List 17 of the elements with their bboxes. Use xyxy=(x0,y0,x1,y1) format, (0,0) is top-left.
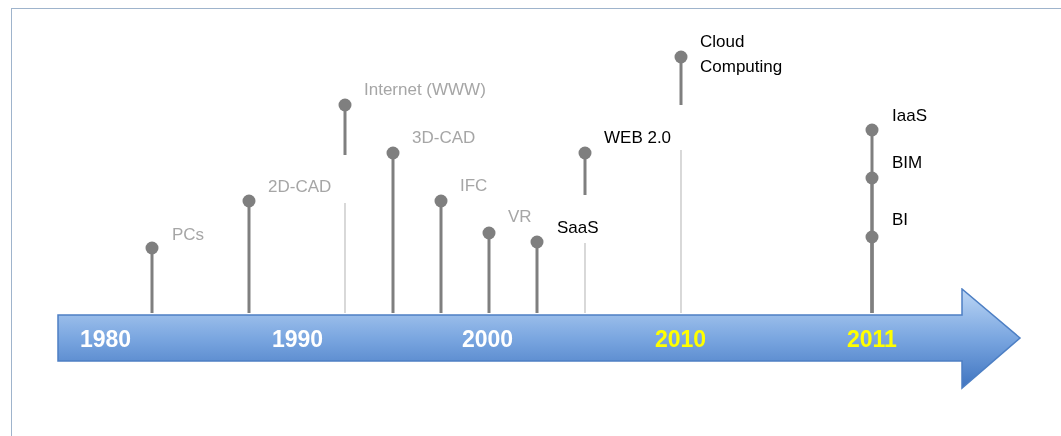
year-label: 2011 xyxy=(847,325,897,353)
event-label: PCs xyxy=(172,222,205,247)
event-label: IFC xyxy=(460,173,488,198)
year-label: 1990 xyxy=(272,325,324,353)
event-label: IaaS xyxy=(892,103,927,128)
event-label: 2D-CAD xyxy=(268,174,332,199)
event-label: Internet (WWW) xyxy=(364,77,486,102)
event-label: Cloud Computing xyxy=(700,29,810,79)
year-label: 2000 xyxy=(462,325,514,353)
event-label: BI xyxy=(892,207,909,232)
year-label: 1980 xyxy=(80,325,132,353)
event-label: SaaS xyxy=(557,215,599,240)
event-label: WEB 2.0 xyxy=(604,125,672,150)
year-label: 2010 xyxy=(655,325,707,353)
event-label: 3D-CAD xyxy=(412,125,476,150)
event-label: BIM xyxy=(892,150,923,175)
event-label: VR xyxy=(508,204,532,229)
